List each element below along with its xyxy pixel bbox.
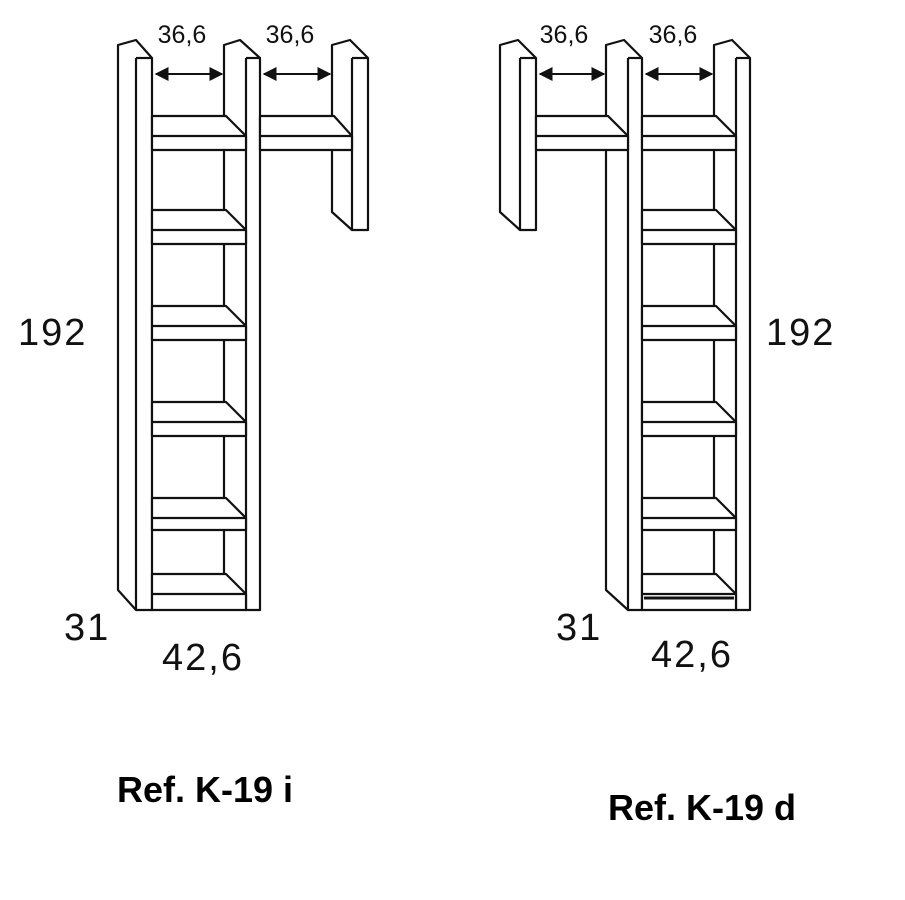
shelf (150, 572, 248, 612)
right-width-a-label: 36,6 (540, 21, 589, 49)
left-unit-extension-shelf (258, 114, 354, 152)
shelf (150, 400, 248, 438)
right-height-label: 192 (766, 312, 835, 354)
right-depth-label: 31 (556, 607, 602, 649)
right-width-bottom-label: 42,6 (651, 634, 733, 676)
shelf (640, 208, 738, 246)
left-shelf-unit: 36,6 36,6 192 31 42,6 Ref. K-19 i (18, 21, 370, 810)
left-depth-label: 31 (64, 607, 110, 649)
right-unit-short-panel (498, 38, 538, 232)
shelf (150, 208, 248, 246)
shelf (150, 496, 248, 532)
left-width-a-label: 36,6 (158, 21, 207, 49)
right-width-b-label: 36,6 (649, 21, 698, 49)
shelf (640, 572, 738, 612)
left-height-label: 192 (18, 312, 87, 354)
left-width-bottom-label: 42,6 (162, 637, 244, 679)
right-shelf-unit: 36,6 36,6 192 31 42,6 Ref. K-19 d (498, 21, 835, 828)
shelf (640, 304, 738, 342)
shelf (640, 114, 738, 152)
shelf (150, 114, 248, 152)
right-unit-extension-shelf (534, 114, 630, 152)
shelf (150, 304, 248, 342)
shelf (640, 400, 738, 438)
shelf (640, 496, 738, 532)
left-ref-label: Ref. K-19 i (117, 769, 293, 810)
left-width-b-label: 36,6 (266, 21, 315, 49)
left-unit-shelves (150, 114, 248, 612)
right-ref-label: Ref. K-19 d (608, 787, 796, 828)
right-unit-shelves (640, 114, 738, 612)
